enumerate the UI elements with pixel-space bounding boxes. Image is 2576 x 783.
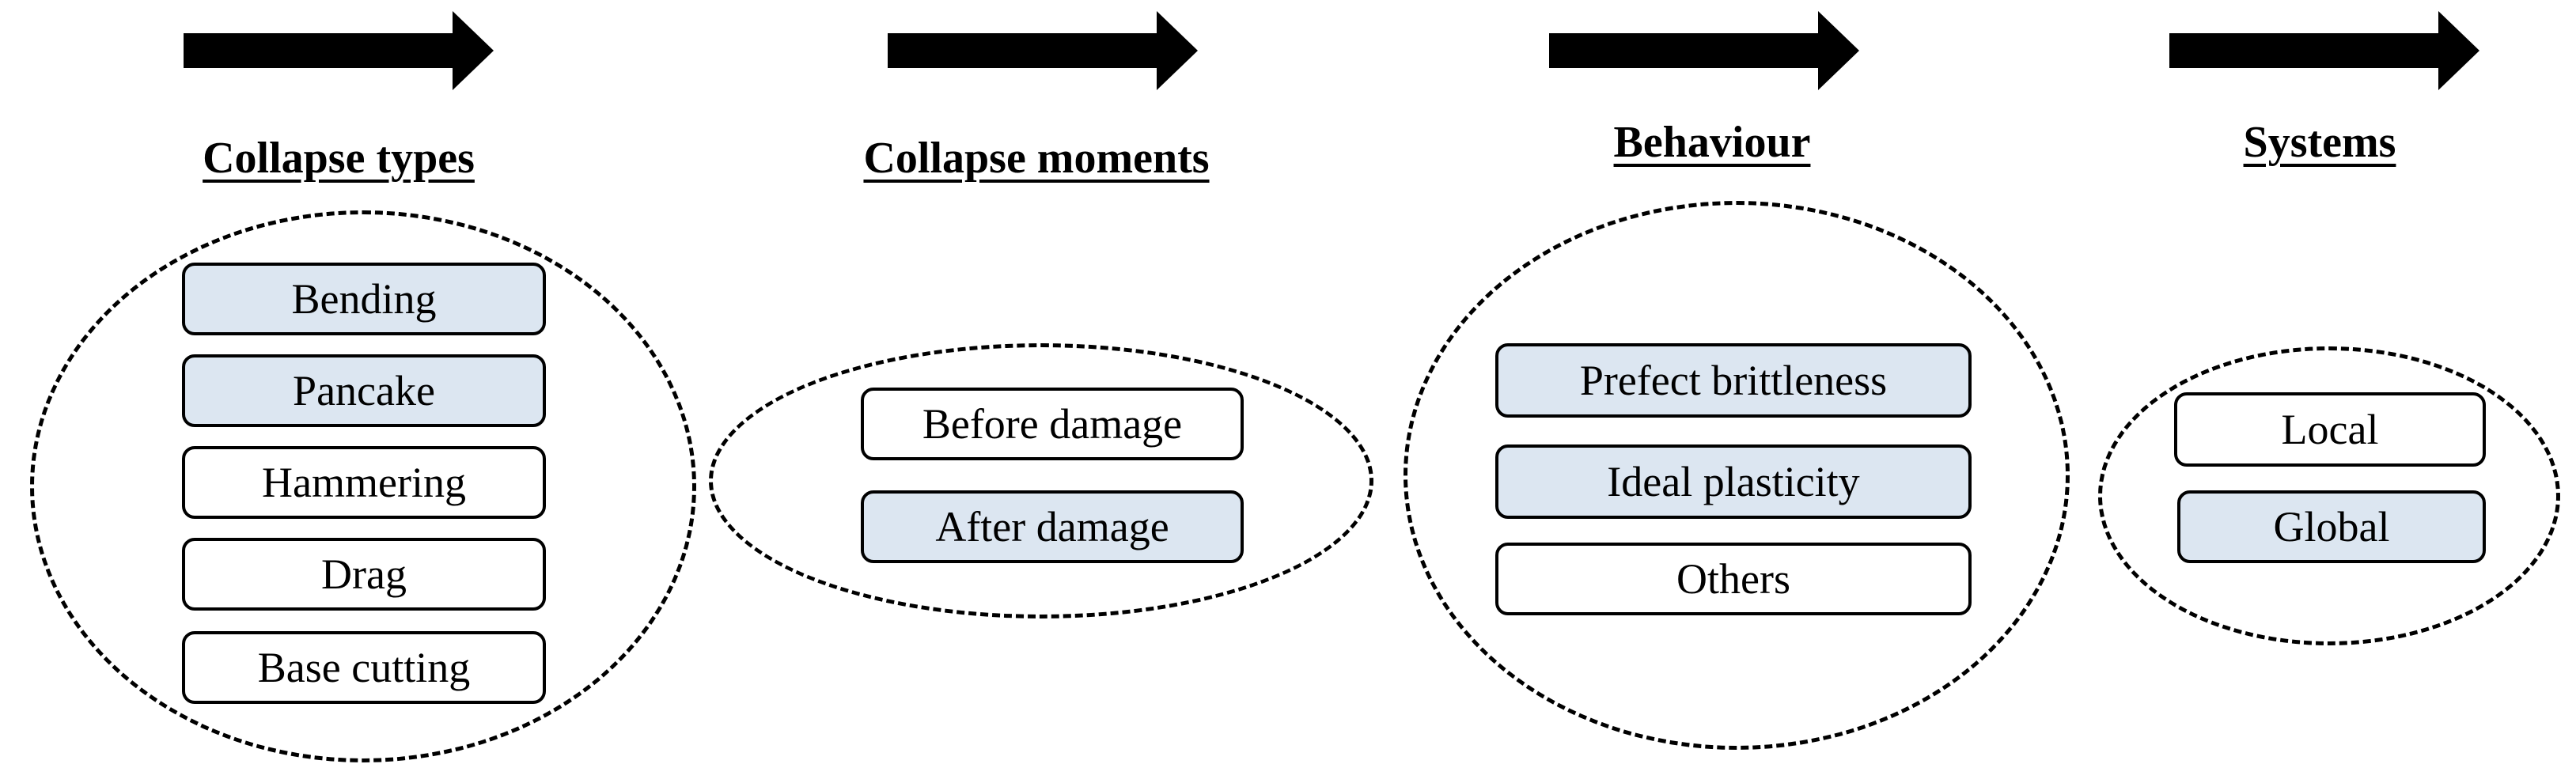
ellipse-behaviour [1404, 201, 2070, 750]
item-pancake: Pancake [182, 354, 546, 427]
item-ideal-plasticity: Ideal plasticity [1495, 444, 1972, 519]
item-before-damage: Before damage [861, 388, 1244, 460]
item-drag: Drag [182, 538, 546, 611]
item-others: Others [1495, 543, 1972, 615]
item-prefect-brittleness: Prefect brittleness [1495, 343, 1972, 418]
arrow-systems [2169, 11, 2479, 90]
item-bending: Bending [182, 263, 546, 335]
heading-behaviour: Behaviour [1613, 118, 1811, 167]
item-local: Local [2174, 392, 2486, 467]
item-base-cutting: Base cutting [182, 631, 546, 704]
item-global: Global [2177, 490, 2486, 563]
ellipse-systems [2098, 346, 2560, 645]
arrow-collapse-types [184, 11, 494, 90]
arrow-behaviour [1549, 11, 1859, 90]
ellipse-collapse-moments [709, 343, 1373, 618]
heading-collapse-types: Collapse types [203, 134, 475, 183]
heading-collapse-moments: Collapse moments [863, 134, 1210, 183]
heading-systems: Systems [2243, 118, 2396, 167]
item-after-damage: After damage [861, 490, 1244, 563]
item-hammering: Hammering [182, 446, 546, 519]
arrow-collapse-moments [888, 11, 1198, 90]
ellipse-collapse-types [30, 210, 696, 762]
